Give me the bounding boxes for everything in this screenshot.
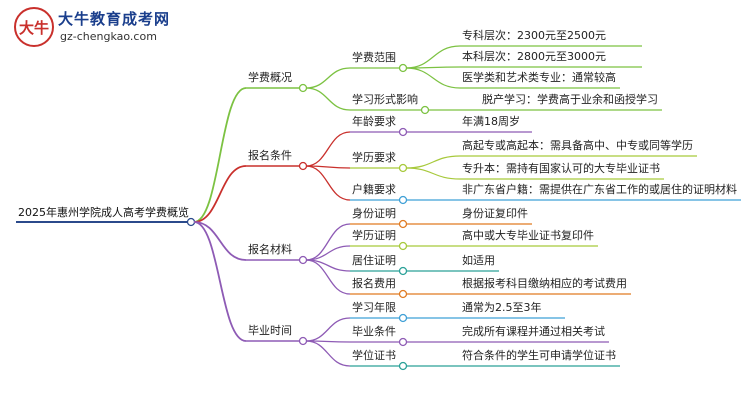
child-connector-reg-fee	[305, 259, 351, 295]
child-study-years: 学习年限	[352, 301, 396, 314]
child-connector-study-form	[305, 87, 351, 111]
child-connector-age-req	[305, 131, 351, 167]
leaf-household-req-0: 非广东省户籍：需提供在广东省工作的或居住的证明材料	[462, 183, 737, 196]
leaf-id-proof-0: 身份证复印件	[462, 207, 528, 220]
site-logo: 大牛 大牛教育成考网 gz-chengkao.com	[14, 6, 214, 52]
leaf-study-form-0: 脱产学习：学费高于业余和函授学习	[482, 93, 658, 106]
child-connector-household-req	[305, 165, 351, 201]
child-id-proof: 身份证明	[352, 207, 396, 220]
leaf-fee-range-0: 专科层次：2300元至2500元	[462, 29, 606, 42]
leaf-study-years-0: 通常为2.5至3年	[462, 301, 542, 314]
child-connector-fee-range	[305, 67, 351, 89]
branch-fee-overview: 学费概况	[248, 71, 292, 84]
root-label: 2025年惠州学院成人高考学费概览	[18, 206, 189, 219]
leaf-reg-fee-0: 根据报考科目缴纳相应的考试费用	[462, 277, 627, 290]
leaf-connector-edu-req-0	[405, 155, 461, 169]
branch-connector-register-conditions	[193, 165, 247, 223]
child-fee-range: 学费范围	[352, 51, 396, 64]
branch-connector-graduation-time	[193, 221, 247, 342]
branch-register-conditions: 报名条件	[248, 149, 292, 162]
child-grad-cond: 毕业条件	[352, 325, 396, 338]
logo-title: 大牛教育成考网	[58, 10, 171, 28]
leaf-fee-range-2: 医学类和艺术类专业：通常较高	[462, 71, 616, 84]
logo-mark-text: 大牛	[19, 19, 49, 37]
leaf-age-req-0: 年满18周岁	[462, 115, 520, 128]
leaf-degree-cert-0: 符合条件的学生可申请学位证书	[462, 349, 616, 362]
child-study-form: 学习形式影响	[352, 93, 418, 106]
leaf-residence-proof-0: 如适用	[462, 254, 495, 267]
leaf-connector-fee-range-2	[405, 67, 461, 89]
child-household-req: 户籍要求	[352, 183, 396, 196]
child-connector-study-years	[305, 317, 351, 342]
bull-logo-icon: 大牛	[14, 7, 54, 47]
leaf-edu-proof-0: 高中或大专毕业证书复印件	[462, 229, 594, 242]
child-degree-cert: 学位证书	[352, 349, 396, 362]
branch-register-materials: 报名材料	[248, 243, 292, 256]
child-reg-fee: 报名费用	[352, 277, 396, 290]
branch-connector-register-materials	[193, 221, 247, 261]
logo-url: gz-chengkao.com	[60, 30, 157, 43]
child-age-req: 年龄要求	[352, 115, 396, 128]
leaf-grad-cond-0: 完成所有课程并通过相关考试	[462, 325, 605, 338]
branch-connector-fee-overview	[193, 87, 247, 223]
leaf-edu-req-0: 高起专或高起本：需具备高中、中专或同等学历	[462, 139, 693, 152]
child-edu-req: 学历要求	[352, 151, 396, 164]
branch-graduation-time: 毕业时间	[248, 324, 292, 337]
child-edu-proof: 学历证明	[352, 229, 396, 242]
leaf-fee-range-1: 本科层次：2800元至3000元	[462, 50, 606, 63]
child-connector-id-proof	[305, 223, 351, 261]
child-residence-proof: 居住证明	[352, 254, 396, 267]
leaf-connector-edu-req-1	[405, 167, 461, 180]
leaf-edu-req-1: 专升本：需持有国家认可的大专毕业证书	[462, 162, 660, 175]
child-connector-degree-cert	[305, 340, 351, 367]
